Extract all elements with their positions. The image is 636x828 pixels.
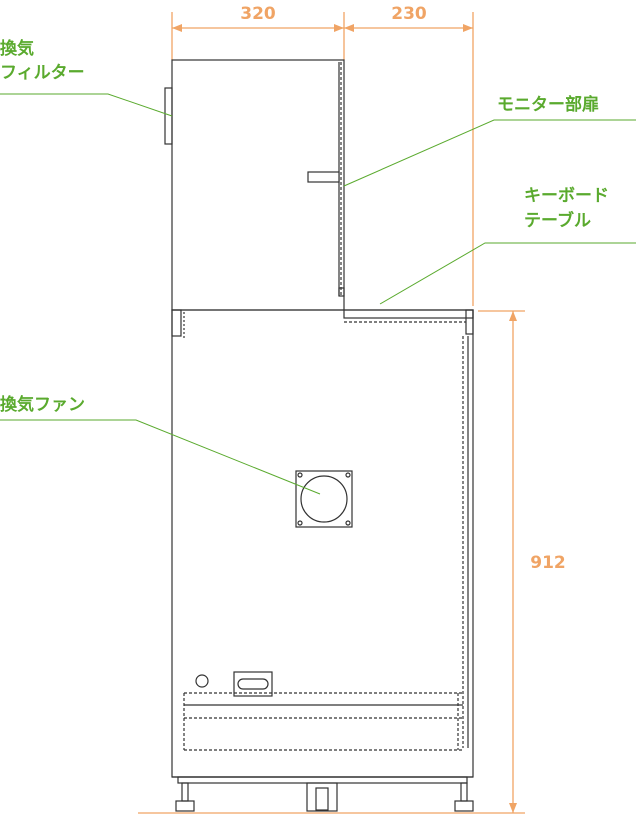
upper-monitor-box: [171, 59, 345, 311]
base-skirt: [177, 776, 468, 784]
label-filter-line2: フィルター: [0, 63, 85, 83]
leader-lines: [0, 93, 636, 495]
leg-right-foot: [454, 800, 474, 812]
drawer-handle-outer: [233, 671, 273, 697]
dim-label-230: 230: [391, 4, 427, 24]
label-keyboard-line1: キーボード: [524, 186, 609, 206]
label-monitor-door: モニター部扉: [497, 94, 599, 115]
left-bracket: [171, 309, 182, 337]
fan-blade-circle: [300, 475, 348, 523]
dim-label-320: 320: [240, 4, 276, 24]
leg-left-stem: [181, 782, 189, 802]
leader-filter: [0, 93, 173, 117]
cable-port: [195, 674, 209, 688]
caster-body: [306, 782, 338, 812]
fan-screw-tr: [345, 472, 351, 478]
keyboard-table-end: [465, 309, 474, 335]
fan-screw-tl: [297, 472, 303, 478]
label-keyboard-line2: テーブル: [524, 210, 591, 231]
lower-body: [171, 309, 474, 778]
keyboard-table: [343, 309, 474, 319]
leg-left-foot: [175, 800, 195, 812]
arrow-230-left: [344, 24, 354, 32]
label-fan: 換気ファン: [0, 394, 85, 415]
dimension-group: [138, 12, 525, 814]
arrow-320-left: [172, 24, 182, 32]
fan-housing: [295, 470, 353, 528]
drawer-handle-inner: [237, 678, 269, 690]
arrow-320-right: [334, 24, 344, 32]
door-handle: [307, 171, 340, 183]
fan-screw-bl: [297, 520, 303, 526]
arrowheads: [172, 24, 517, 813]
leader-monitor-door: [343, 119, 636, 187]
leg-right-stem: [460, 782, 468, 802]
label-filter-line1: 換気: [0, 38, 34, 59]
arrow-912-bottom: [509, 803, 517, 813]
cabinet: [164, 59, 474, 812]
monitor-door-bottom: [338, 287, 345, 297]
arrow-230-right: [463, 24, 473, 32]
leader-keyboard: [379, 242, 636, 305]
leader-fan: [0, 419, 321, 495]
arrow-912-top: [509, 311, 517, 321]
fan-screw-br: [345, 520, 351, 526]
caster-wheel: [315, 787, 329, 811]
dim-label-912: 912: [530, 553, 566, 573]
